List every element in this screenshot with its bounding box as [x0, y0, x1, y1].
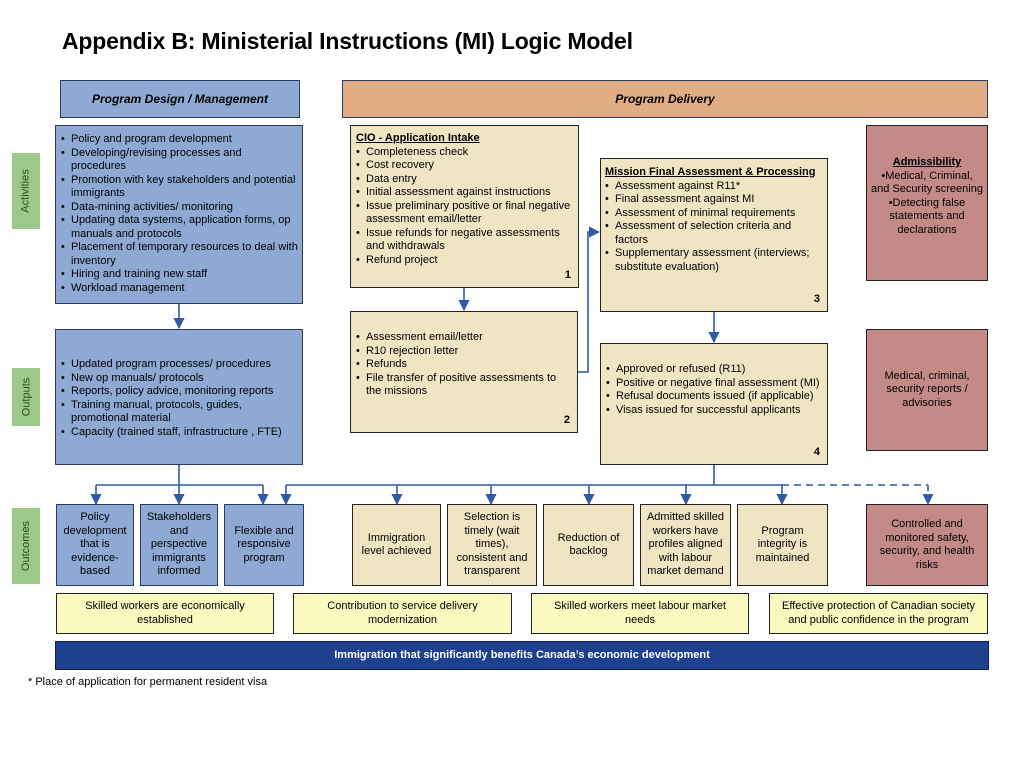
- footnote: * Place of application for permanent res…: [28, 676, 268, 688]
- list-item: Visas issued for successful applicants: [606, 404, 823, 418]
- list-item: Promotion with key stakeholders and pote…: [61, 174, 298, 201]
- outcome-box: Policy development that is evidence-base…: [56, 504, 134, 586]
- activities-design-box: Policy and program development Developin…: [55, 125, 303, 304]
- list-item: Completeness check: [356, 146, 574, 160]
- outcome-box: Controlled and monitored safety, securit…: [866, 504, 988, 586]
- ultimate-outcome-bar: Immigration that significantly benefits …: [55, 641, 989, 670]
- admissibility-title: Admissibility: [892, 156, 962, 168]
- list-item: File transfer of positive assessments to…: [356, 372, 573, 399]
- side-label-outputs: Outputs: [12, 368, 40, 426]
- list-item: Positive or negative final assessment (M…: [606, 377, 823, 391]
- box-number: 3: [813, 293, 820, 305]
- list-item: Updated program processes/ procedures: [61, 358, 298, 372]
- outputs-design-box: Updated program processes/ procedures Ne…: [55, 329, 303, 465]
- side-label-outcomes: Outcomes: [12, 508, 40, 584]
- outcome-box: Program integrity is maintained: [737, 504, 828, 586]
- arrow-cio-outputs-to-mission: [577, 226, 601, 373]
- cio-application-intake-box: CIO - Application Intake Completeness ch…: [350, 125, 579, 288]
- box-number: 2: [563, 414, 570, 426]
- list-item: Assessment email/letter: [356, 331, 573, 345]
- list-item: Placement of temporary resources to deal…: [61, 241, 298, 268]
- admissibility-line: •Medical, Criminal, and Security screeni…: [871, 169, 983, 196]
- admissibility-box: Admissibility •Medical, Criminal, and Se…: [866, 125, 988, 281]
- list-item: Capacity (trained staff, infrastructure …: [61, 426, 298, 440]
- list-item: Assessment of selection criteria and fac…: [605, 220, 823, 247]
- mission-activities-list: Assessment against R11* Final assessment…: [605, 180, 823, 275]
- list-item: Approved or refused (R11): [606, 363, 823, 377]
- admissibility-line: •Detecting false statements and declarat…: [888, 196, 966, 236]
- list-item: Developing/revising processes and proced…: [61, 147, 298, 174]
- intermediate-outcome-box: Effective protection of Canadian society…: [769, 593, 988, 634]
- list-item: Updating data systems, application forms…: [61, 214, 298, 241]
- mission-final-assessment-box: Mission Final Assessment & Processing As…: [600, 158, 828, 312]
- cio-outputs-box: Assessment email/letter R10 rejection le…: [350, 311, 578, 433]
- list-item: Refunds: [356, 358, 573, 372]
- cio-activities-list: Completeness check Cost recovery Data en…: [356, 146, 574, 268]
- intermediate-outcome-box: Contribution to service delivery moderni…: [293, 593, 512, 634]
- outcome-box: Reduction of backlog: [543, 504, 634, 586]
- list-item: Hiring and training new staff: [61, 268, 298, 282]
- list-item: Issue refunds for negative assessments a…: [356, 227, 574, 254]
- list-item: R10 rejection letter: [356, 345, 573, 359]
- list-item: Data entry: [356, 173, 574, 187]
- list-item: Workload management: [61, 282, 298, 296]
- outputs-design-list: Updated program processes/ procedures Ne…: [61, 358, 298, 439]
- outcome-box: Flexible and responsive program: [224, 504, 304, 586]
- page-title: Appendix B: Ministerial Instructions (MI…: [62, 28, 633, 54]
- list-item: Final assessment against MI: [605, 193, 823, 207]
- outcome-box: Admitted skilled workers have profiles a…: [640, 504, 731, 586]
- list-item: New op manuals/ protocols: [61, 372, 298, 386]
- list-item: Supplementary assessment (interviews; su…: [605, 247, 823, 274]
- header-program-delivery: Program Delivery: [342, 80, 988, 118]
- activities-design-list: Policy and program development Developin…: [61, 133, 298, 295]
- header-program-design: Program Design / Management: [60, 80, 300, 118]
- list-item: Reports, policy advice, monitoring repor…: [61, 385, 298, 399]
- outcome-box: Stakeholders and perspective immigrants …: [140, 504, 218, 586]
- outcome-box: Selection is timely (wait times), consis…: [447, 504, 537, 586]
- intermediate-outcome-box: Skilled workers meet labour market needs: [531, 593, 749, 634]
- list-item: Assessment of minimal requirements: [605, 207, 823, 221]
- list-item: Issue preliminary positive or final nega…: [356, 200, 574, 227]
- intermediate-outcome-box: Skilled workers are economically establi…: [56, 593, 274, 634]
- list-item: Cost recovery: [356, 159, 574, 173]
- list-item: Refusal documents issued (if applicable): [606, 390, 823, 404]
- list-item: Initial assessment against instructions: [356, 186, 574, 200]
- box-number: 4: [813, 446, 820, 458]
- list-item: Training manual, protocols, guides, prom…: [61, 399, 298, 426]
- outcome-box: Immigration level achieved: [352, 504, 441, 586]
- mission-outputs-list: Approved or refused (R11) Positive or ne…: [606, 363, 823, 417]
- admissibility-outputs-box: Medical, criminal, security reports / ad…: [866, 329, 988, 451]
- mission-title: Mission Final Assessment & Processing: [605, 166, 816, 178]
- list-item: Policy and program development: [61, 133, 298, 147]
- cio-title: CIO - Application Intake: [356, 132, 480, 144]
- cio-outputs-list: Assessment email/letter R10 rejection le…: [356, 331, 573, 399]
- list-item: Assessment against R11*: [605, 180, 823, 194]
- side-label-activities: Activities: [12, 153, 40, 229]
- box-number: 1: [564, 269, 571, 281]
- mission-outputs-box: Approved or refused (R11) Positive or ne…: [600, 343, 828, 465]
- list-item: Refund project: [356, 254, 574, 268]
- list-item: Data-mining activities/ monitoring: [61, 201, 298, 215]
